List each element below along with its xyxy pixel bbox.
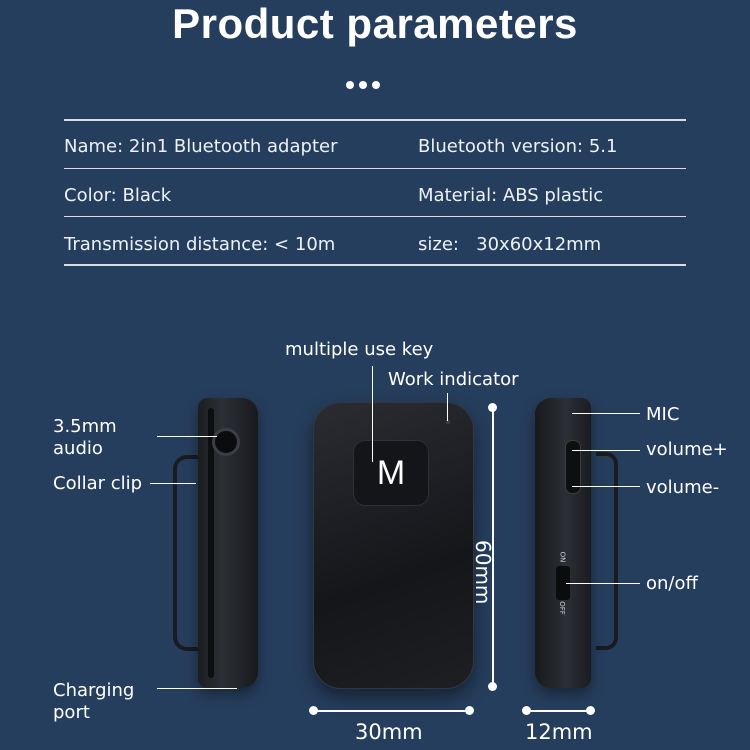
table-divider xyxy=(64,216,686,217)
callout-mic: MIC xyxy=(646,404,680,425)
width-dimension-line xyxy=(313,710,469,712)
page-title: Product parameters xyxy=(172,0,578,47)
callout-line xyxy=(150,483,196,484)
callout-collar-clip: Collar clip xyxy=(53,473,143,494)
table-divider xyxy=(64,168,686,169)
depth-dimension-label: 12mm xyxy=(525,720,593,744)
callout-charging-port: Charging port xyxy=(53,680,135,723)
callout-line xyxy=(572,450,640,451)
callout-audio: 3.5mm audio xyxy=(53,416,117,459)
collar-clip-right xyxy=(596,452,618,650)
callout-line xyxy=(157,688,237,689)
spec-name: Name: 2in1 Bluetooth adapter xyxy=(64,136,338,157)
ellipsis-decoration xyxy=(346,74,385,93)
switch-off-label: OFF xyxy=(557,601,566,615)
dimension-endpoint xyxy=(488,403,497,412)
callout-line xyxy=(447,393,448,421)
spec-color: Color: Black xyxy=(64,185,172,206)
spec-material: Material: ABS plastic xyxy=(418,185,604,206)
switch-on-label: ON xyxy=(558,551,567,563)
audio-jack-icon xyxy=(212,428,240,456)
callout-volume-down: volume- xyxy=(646,477,720,498)
callout-line xyxy=(572,413,640,414)
dimension-endpoint xyxy=(465,706,474,715)
callout-line xyxy=(157,436,217,437)
callout-line xyxy=(372,366,373,462)
depth-dimension-line xyxy=(526,710,590,712)
callout-on-off: on/off xyxy=(646,573,698,594)
callout-multiple-use-key: multiple use key xyxy=(285,339,434,360)
table-divider xyxy=(64,119,686,121)
callout-line xyxy=(572,486,640,487)
power-switch xyxy=(556,566,570,600)
width-dimension-label: 30mm xyxy=(355,720,423,744)
dimension-endpoint xyxy=(586,706,595,715)
device-side-view-right xyxy=(535,398,591,688)
spec-distance: Transmission distance: < 10m xyxy=(64,234,336,255)
height-dimension-label: 60mm xyxy=(471,540,495,605)
callout-line xyxy=(566,583,640,584)
callout-work-indicator: Work indicator xyxy=(388,369,519,390)
table-divider xyxy=(64,264,686,266)
work-indicator-light xyxy=(446,420,450,424)
spec-bluetooth-version: Bluetooth version: 5.1 xyxy=(418,136,618,157)
volume-rocker xyxy=(565,440,581,494)
dimension-endpoint xyxy=(488,682,497,691)
callout-volume-up: volume+ xyxy=(646,439,728,460)
collar-clip-left xyxy=(173,455,199,651)
spec-size: size: 30x60x12mm xyxy=(418,234,602,255)
height-dimension-line xyxy=(492,408,494,686)
multiple-use-key: M xyxy=(353,440,429,506)
